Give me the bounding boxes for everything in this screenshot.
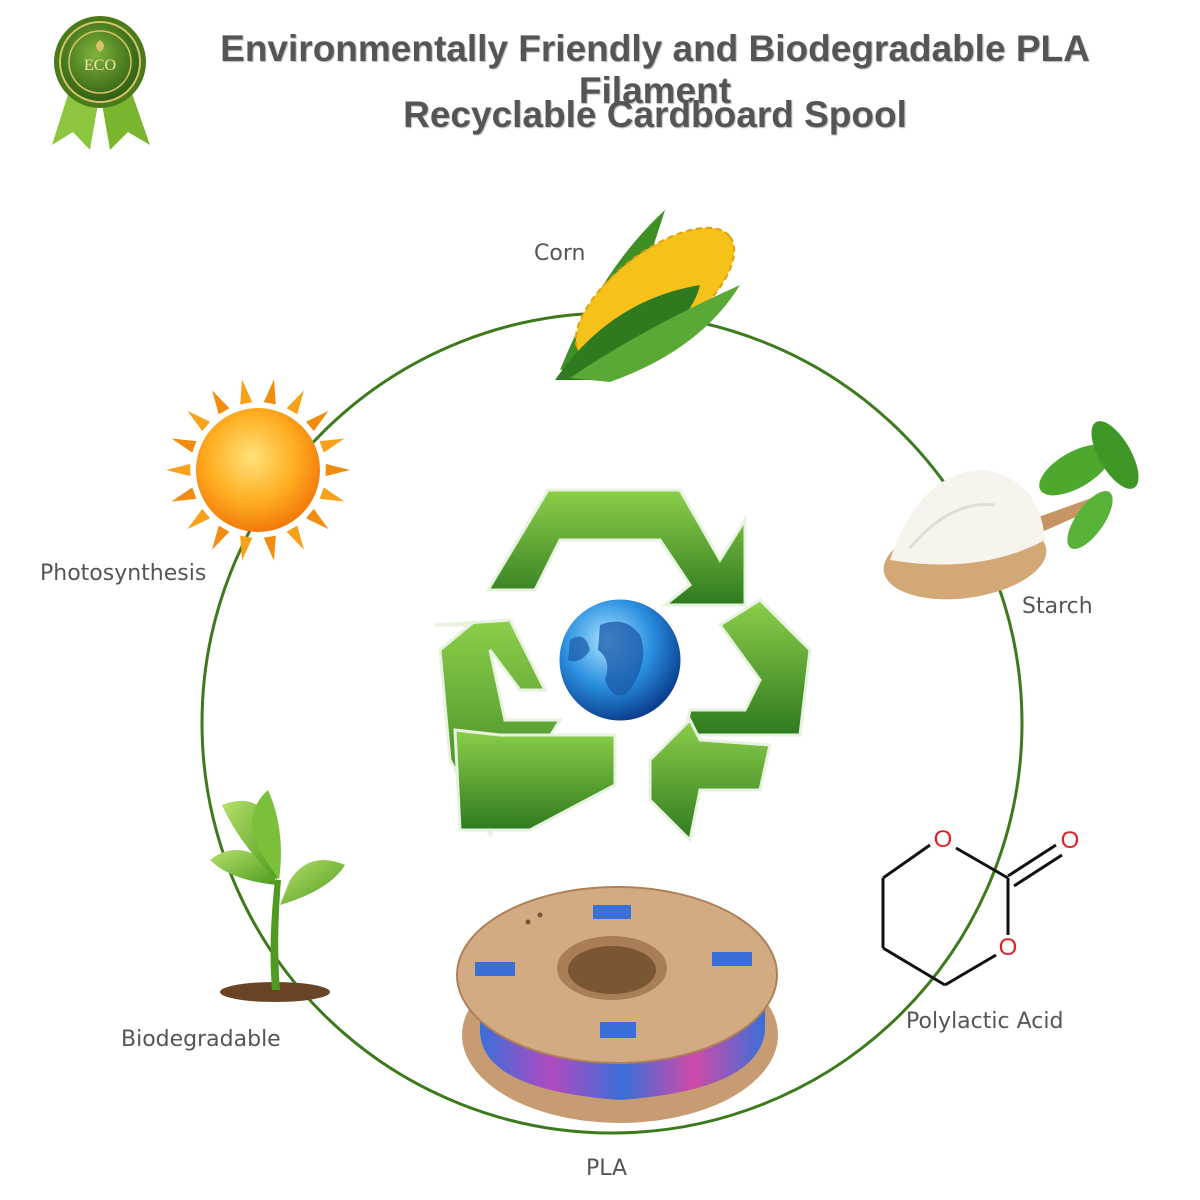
sun-ray (166, 463, 191, 477)
sun-ray (263, 535, 276, 561)
page-subtitle: Recyclable Cardboard Spool (403, 94, 907, 135)
biodegradable-label: Biodegradable (121, 1027, 281, 1052)
sun-ray (171, 487, 197, 502)
sun-ray (187, 508, 210, 530)
oxygen-atom: O (934, 826, 953, 853)
sun-ray (319, 438, 345, 453)
eco-badge-text: ECO (84, 57, 116, 74)
oxygen-atom: O (999, 934, 1018, 961)
sun-ray (306, 508, 329, 530)
sun-ray (240, 379, 253, 405)
sun-ray (319, 487, 345, 502)
sun-ray (286, 525, 304, 550)
corn-icon (555, 210, 740, 382)
sun-ray (187, 410, 210, 432)
polylactic-acid-label: Polylactic Acid (906, 1009, 1064, 1034)
recycle-globe-icon (434, 488, 812, 844)
sun-ray (240, 535, 253, 561)
page-title: Environmentally Friendly and Biodegradab… (220, 28, 1090, 111)
pla-label: PLA (586, 1156, 628, 1181)
sun-ray (212, 390, 230, 415)
starch-label: Starch (1022, 594, 1093, 619)
sun-ray (171, 438, 197, 453)
sun-ray (286, 390, 304, 415)
sun-ray (212, 525, 230, 550)
sun-ray (263, 379, 276, 405)
sun-icon (166, 379, 350, 561)
corn-label: Corn (534, 241, 586, 266)
starch-spoon-icon (883, 421, 1139, 600)
photosynthesis-label: Photosynthesis (40, 561, 207, 586)
sun-ray (306, 410, 329, 432)
molecule-icon (881, 843, 1063, 987)
sun-ray (325, 463, 350, 477)
spool-icon (456, 886, 778, 1123)
eco-badge-icon: ECO (52, 16, 150, 150)
sprout-icon (210, 790, 345, 1002)
oxygen-atom: O (1061, 827, 1080, 854)
